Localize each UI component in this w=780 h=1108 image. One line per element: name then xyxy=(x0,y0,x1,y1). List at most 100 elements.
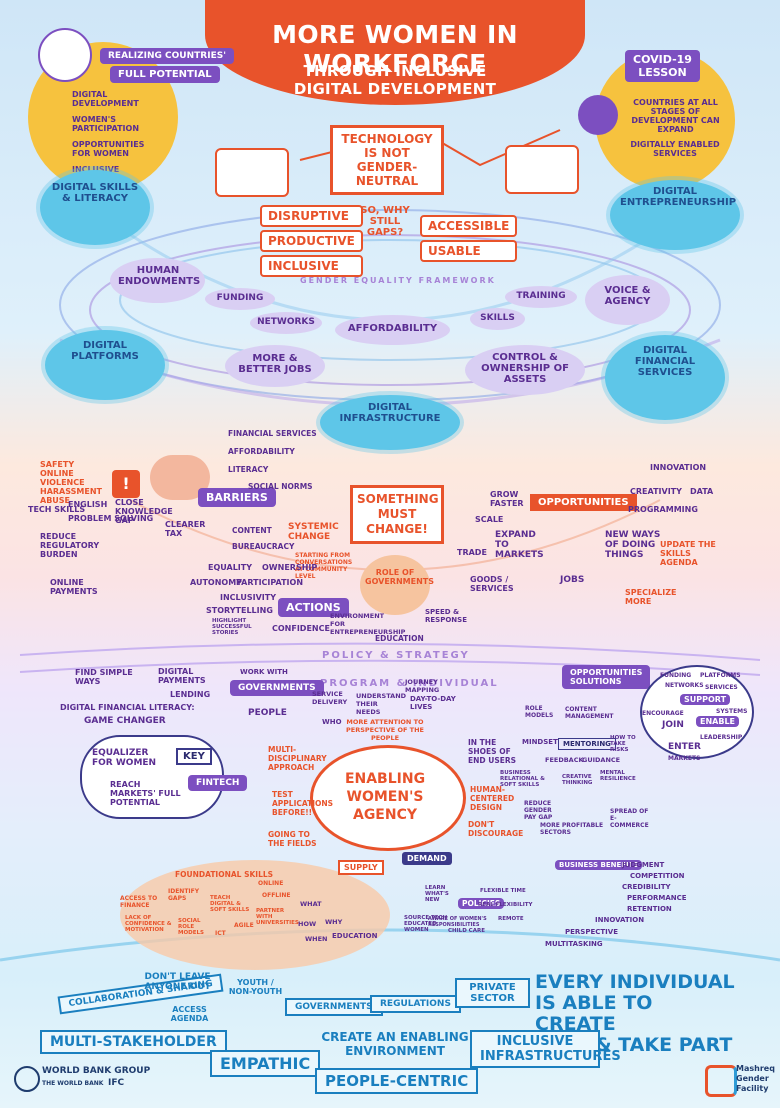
benefits-list: JUDGMENT COMPETITION CREDIBILITY PERFORM… xyxy=(622,860,687,915)
framework-node-bg xyxy=(335,315,450,345)
role-education: EDUCATION xyxy=(375,634,424,643)
pillar-digital-skills: DIGITAL SKILLS & LITERACY xyxy=(51,182,139,204)
policy-strategy-divider: POLICY & STRATEGY xyxy=(322,650,470,661)
access-agenda: ACCESS AGENDA xyxy=(170,1005,209,1023)
node-more-better-jobs: MORE & BETTER JOBS xyxy=(238,353,312,375)
private-sector-box: PRIVATE SECTOR xyxy=(455,978,530,1008)
opportunities-label: OPPORTUNITIES xyxy=(530,494,637,511)
support-bubble xyxy=(640,665,754,759)
enabling-womens-agency: ENABLING WOMEN'S AGENCY xyxy=(344,771,426,823)
remote: REMOTE xyxy=(498,916,524,922)
child-care: CHILD CARE xyxy=(448,928,485,934)
enter-word: ENTER xyxy=(668,742,701,752)
real-flexibility: REAL FLEXIBILITY xyxy=(478,902,533,908)
video-call-icon xyxy=(505,145,579,194)
barrier-bureaucracy: BUREAUCRACY xyxy=(232,542,295,551)
encourage-word: ENCOURAGE xyxy=(642,710,684,717)
globe-icon xyxy=(360,555,430,615)
content-management: CONTENT MANAGEMENT xyxy=(565,706,614,720)
page-subtitle: THROUGH INCLUSIVE DIGITAL DEVELOPMENT xyxy=(205,62,585,98)
mashreq-line-3: Facility xyxy=(736,1084,769,1093)
storytelling-note: HIGHLIGHT SUCCESSFUL STORIES xyxy=(212,618,252,636)
page-title: MORE WOMEN IN WORKFORCE xyxy=(272,20,518,78)
covid-lesson-badge: COVID-19 LESSON xyxy=(625,50,700,82)
barriers-label: BARRIERS xyxy=(198,488,276,507)
dont-leave-anyone: DON'T LEAVE ANYONE OUT xyxy=(144,972,211,992)
policies-label: POLICIES xyxy=(458,898,505,909)
learn-whats-new: LEARN WHAT'S NEW xyxy=(425,885,449,903)
ifc-logo: IFC xyxy=(108,1078,125,1088)
tech-word: USABLE xyxy=(420,240,518,262)
join-word: JOIN xyxy=(662,720,684,730)
skill-tech: TECH SKILLS xyxy=(28,505,86,514)
inclusive-infrastructures-box: INCLUSIVE INFRASTRUCTURES xyxy=(470,1030,621,1068)
find-simple-ways: FIND SIMPLE WAYS xyxy=(75,668,133,686)
offline-word: OFFLINE xyxy=(262,892,291,899)
skill-problem-solving: PROBLEM SOLVING xyxy=(68,514,154,523)
covid-title-1: COVID-19 xyxy=(633,53,692,66)
fintech-badge: FINTECH xyxy=(188,775,248,791)
creativity-word: CREATIVITY xyxy=(630,487,682,496)
teach-skills: TEACH DIGITAL & SOFT SKILLS xyxy=(210,895,250,913)
online-word: ONLINE xyxy=(258,880,284,887)
opp-specialize-more: SPECIALIZE MORE xyxy=(625,588,677,606)
safety-item: ABUSE xyxy=(40,496,71,505)
safety-item: SAFETY xyxy=(40,460,75,469)
enabling-agency-circle xyxy=(310,745,466,851)
video-call-icon xyxy=(215,148,289,197)
the-world-bank: THE WORLD BANK xyxy=(42,1080,104,1087)
action-participation: PARTICIPATION xyxy=(236,578,304,587)
ecommerce: SPREAD OF E-COMMERCE xyxy=(610,808,649,829)
education-label: EDUCATION xyxy=(332,932,378,940)
covid-text-1: COUNTRIES AT ALL STAGES OF DEVELOPMENT C… xyxy=(631,98,720,134)
actions-label: ACTIONS xyxy=(278,598,349,617)
why-gaps-question: SO, WHY STILL GAPS? xyxy=(360,205,410,238)
program-individual-divider: PROGRAM & INDIVIDUAL xyxy=(320,678,499,689)
solutions-word: SOLUTIONS xyxy=(570,677,622,686)
access-finance: ACCESS TO FINANCE xyxy=(120,895,158,909)
digital-payments: DIGITAL PAYMENTS xyxy=(158,667,206,685)
how-label: HOW xyxy=(298,920,317,928)
opp-trade: TRADE xyxy=(457,548,487,557)
safety-item: ONLINE VIOLENCE xyxy=(40,469,85,487)
multi-disciplinary: MULTI-DISCIPLINARY APPROACH xyxy=(268,745,327,772)
demand-label: DEMAND xyxy=(402,852,452,865)
opportunities-solutions-badge: OPPORTUNITIES SOLUTIONS xyxy=(562,665,651,689)
youth-non-youth: YOUTH / NON-YOUTH xyxy=(228,978,283,996)
governments-badge: GOVERNMENTS xyxy=(230,680,324,696)
journey-mapping: JOURNEY MAPPING xyxy=(405,678,440,694)
reduce-pay-gap: REDUCE GENDER PAY GAP xyxy=(524,800,553,821)
creative-thinking: CREATIVE THINKING xyxy=(562,774,593,786)
clearer-tax: CLEARER TAX xyxy=(165,520,206,538)
benefit-perspective: PERSPECTIVE xyxy=(565,928,618,936)
regulations-box: REGULATIONS xyxy=(370,995,461,1013)
day-to-day-lives: DAY-TO-DAY LIVES xyxy=(410,695,456,711)
pillar-bubble xyxy=(610,180,740,250)
services-word: SERVICES xyxy=(705,684,738,691)
subtitle-line-2: DIGITAL DEVELOPMENT xyxy=(293,80,497,98)
going-to-fields: GOING TO THE FIELDS xyxy=(268,830,317,848)
skill-english: ENGLISH xyxy=(68,500,108,509)
support-word: SUPPORT xyxy=(680,694,731,705)
tech-left-words: DISRUPTIVE PRODUCTIVE INCLUSIVE xyxy=(260,205,363,277)
systemic-change-note: STARTING FROM CONVERSATIONS AT COMMUNITY… xyxy=(295,552,353,580)
barrier-content: CONTENT xyxy=(232,526,272,535)
safety-group: SAFETY ONLINE VIOLENCE HARASSMENT ABUSE xyxy=(40,460,110,505)
work-with: WORK WITH xyxy=(240,668,288,676)
opportunities-word: OPPORTUNITIES xyxy=(570,668,643,677)
data-word: DATA xyxy=(690,487,714,496)
role-speed-response: SPEED & RESPONSE xyxy=(425,608,467,624)
why-label: WHY xyxy=(325,918,343,926)
statement-line-3: & TAKE PART xyxy=(595,1034,733,1056)
opp-expand-markets: EXPAND TO MARKETS xyxy=(495,530,544,560)
mashreq-line-1: Mashreq xyxy=(736,1064,775,1073)
covid-title-2: LESSON xyxy=(638,66,687,79)
pillar-digital-financial-services: DIGITAL FINANCIAL SERVICES xyxy=(634,345,696,378)
foundational-skills: FOUNDATIONAL SKILLS xyxy=(175,870,274,879)
benefit-item: PERFORMANCE xyxy=(627,894,687,902)
leadership-word: LEADERSHIP xyxy=(700,734,743,741)
supply-label: SUPPLY xyxy=(338,860,384,875)
barrier-item: FINANCIAL SERVICES xyxy=(228,429,317,438)
online-payments: ONLINE PAYMENTS xyxy=(50,578,98,596)
equalizer-for-women: EQUALIZER FOR WOMEN xyxy=(92,748,157,768)
